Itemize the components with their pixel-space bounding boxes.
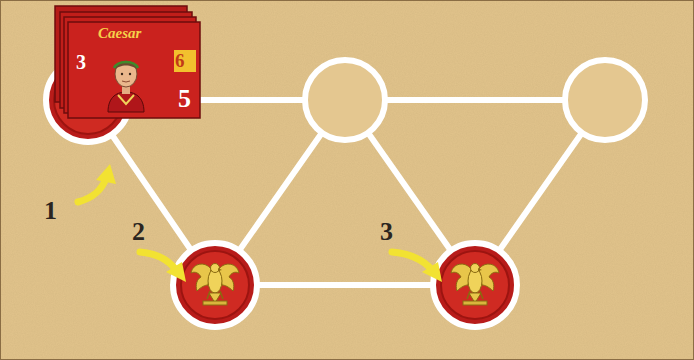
- eagle-symbol: [191, 264, 239, 306]
- block-value: 3: [76, 52, 86, 72]
- block-value: 6: [175, 51, 185, 70]
- callout-number: 2: [132, 219, 145, 245]
- block-value: 5: [178, 86, 191, 112]
- board-hexes: [46, 58, 645, 327]
- arrow-heads: [96, 164, 442, 282]
- callout-arrows: [78, 178, 432, 270]
- callout-number: 3: [380, 219, 393, 245]
- caesar-portrait: [108, 61, 144, 112]
- block-value: Caesar: [98, 26, 141, 41]
- callout-number: 1: [44, 198, 57, 224]
- unit-block: Caesar 3 6 5: [68, 22, 200, 118]
- unit-block-stack: [55, 6, 200, 118]
- eagle-symbol: [451, 264, 499, 306]
